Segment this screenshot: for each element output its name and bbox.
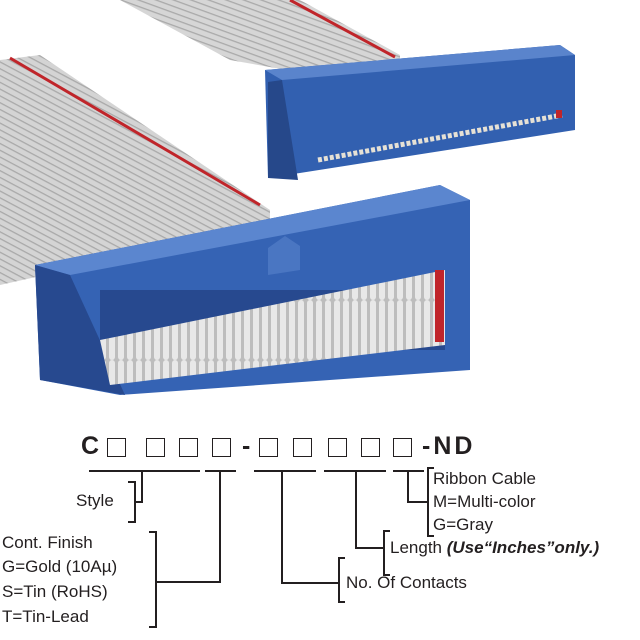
leader-line: [407, 470, 409, 503]
bracket: [128, 481, 135, 483]
bracket: [149, 626, 156, 628]
part-number-prefix: C: [81, 432, 100, 460]
style-digit-box: [107, 438, 126, 457]
leader-line: [281, 470, 283, 584]
finish-title: Cont. Finish: [2, 533, 93, 552]
bracket: [427, 467, 434, 469]
bracket: [427, 467, 429, 537]
part-number-separator: -: [242, 432, 251, 460]
style-label: Style: [76, 491, 114, 510]
leader-line: [355, 470, 357, 549]
bracket: [149, 531, 156, 533]
bracket: [338, 557, 340, 603]
bracket: [427, 535, 434, 537]
finish-tin-lead: T=Tin-Lead: [2, 607, 89, 626]
bracket: [338, 557, 345, 559]
length-note: (Use“Inches”only.): [446, 538, 600, 557]
style-digit-box: [179, 438, 198, 457]
leader-line: [281, 582, 339, 584]
leader-line: [219, 470, 221, 583]
contacts-digit-box: [293, 438, 312, 457]
bracket: [128, 521, 135, 523]
finish-gold: G=Gold (10Aµ): [2, 557, 118, 576]
underline-contacts: [254, 470, 316, 472]
ribbon-gray: G=Gray: [433, 515, 493, 534]
finish-tin: S=Tin (RoHS): [2, 582, 108, 601]
bracket: [338, 601, 345, 603]
length-digit-box: [361, 438, 380, 457]
length-text: Length: [390, 538, 442, 557]
length-digit-box: [328, 438, 347, 457]
leader-line: [141, 470, 143, 503]
leader-line: [355, 547, 384, 549]
contacts-digit-box: [259, 438, 278, 457]
ribbon-multicolor: M=Multi-color: [433, 492, 536, 511]
bracket: [383, 530, 390, 532]
bracket: [383, 574, 390, 576]
part-number-suffix: -ND: [422, 432, 476, 460]
contacts-label: No. Of Contacts: [346, 573, 467, 592]
ribbon-title: Ribbon Cable: [433, 469, 537, 488]
leader-line: [135, 501, 143, 503]
cable-digit-box: [393, 438, 412, 457]
bracket: [155, 531, 157, 628]
front-connector: [35, 185, 470, 395]
front-ribbon-cable: [0, 55, 270, 285]
bracket: [383, 530, 385, 576]
bracket: [134, 481, 136, 523]
finish-digit-box: [212, 438, 231, 457]
leader-line: [407, 501, 428, 503]
leader-line: [156, 581, 221, 583]
back-connector: [265, 45, 575, 180]
length-label: Length (Use“Inches”only.): [390, 538, 599, 558]
style-digit-box: [146, 438, 165, 457]
underline-style: [89, 470, 200, 472]
